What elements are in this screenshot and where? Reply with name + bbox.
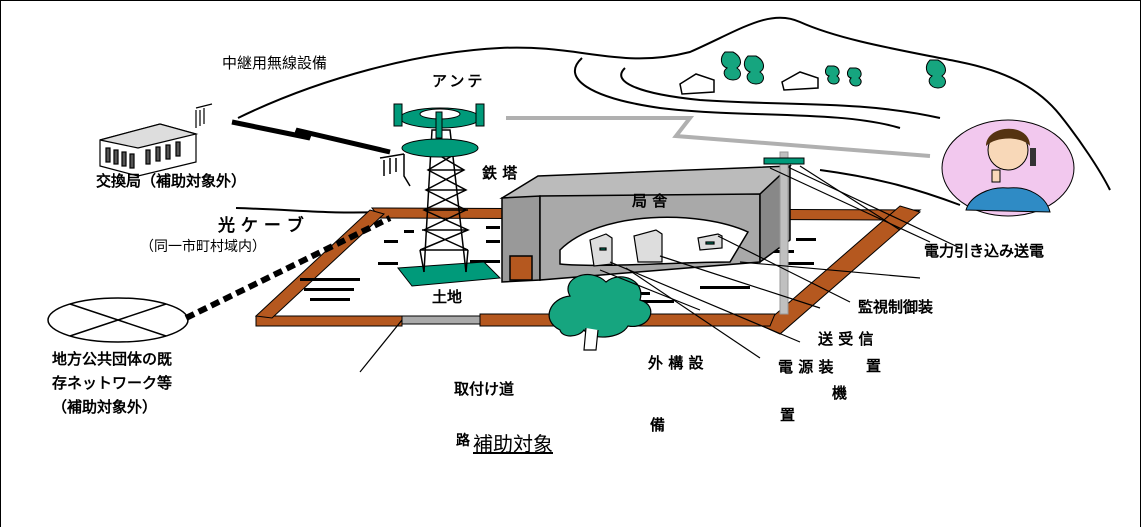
ground-line — [235, 207, 381, 214]
village — [679, 71, 819, 95]
tower-label: 鉄 塔 — [482, 164, 518, 182]
local-network-label-2: 存ネットワーク等 — [52, 374, 173, 392]
power-line-label: 電力引き込み送電 — [924, 242, 1045, 260]
radio-link-left — [231, 119, 391, 155]
transceiver-label-2: 置 — [866, 357, 882, 375]
station-building-label: 局 舎 — [632, 192, 668, 210]
road-leader — [359, 319, 403, 373]
tower-base — [397, 261, 502, 287]
optical-cable — [184, 215, 392, 321]
ground-line-right — [819, 169, 961, 206]
antenna-label: アンテ — [432, 72, 486, 90]
transceiver-label-1: 送 受 信 — [818, 330, 874, 348]
leader-lines — [599, 165, 961, 359]
local-network-label-1: 地方公共団体の既 — [52, 350, 173, 368]
monitor-control-label: 監視制御装 — [858, 298, 934, 316]
exchange-label: 交換局（補助対象外） — [96, 172, 247, 190]
subsidy-target-title: 補助対象 — [473, 432, 553, 456]
background-trees — [720, 51, 946, 89]
relay-radio-label: 中継用無線設備 — [222, 54, 328, 72]
pole-crossarm — [763, 157, 805, 165]
power-unit-label-3: 置 — [780, 406, 796, 424]
power-unit-label-1: 電 源 装 — [778, 358, 834, 376]
radio-link-right — [506, 116, 931, 158]
road-gap — [401, 315, 481, 325]
power-unit-label-2: 機 — [832, 384, 848, 402]
access-road-label: 取付け道 — [454, 380, 515, 398]
hill-line-2 — [620, 67, 941, 119]
station-building — [499, 164, 792, 283]
tower-side-antenna — [379, 153, 411, 187]
same-area-label: （同一市町村域内） — [140, 239, 266, 255]
person-icon — [941, 119, 1075, 217]
power-pole — [779, 151, 789, 315]
foreground-tree — [548, 273, 652, 351]
land-label: 土地 — [432, 288, 463, 306]
hill-line-1 — [574, 57, 901, 129]
local-network-symbol — [47, 297, 189, 343]
equipment-racks — [589, 229, 723, 267]
mountain-outline — [237, 16, 1111, 191]
exchange-building — [99, 103, 213, 177]
antenna-dishes — [393, 103, 485, 139]
local-network-label-3: （補助対象外） — [52, 398, 158, 416]
exterior-label-2: 備 — [650, 416, 666, 434]
exterior-label-1: 外 構 設 — [648, 354, 704, 372]
optical-cable-label: 光 ケ ー ブ — [218, 216, 304, 236]
road-suffix-label: 路 — [456, 433, 470, 449]
